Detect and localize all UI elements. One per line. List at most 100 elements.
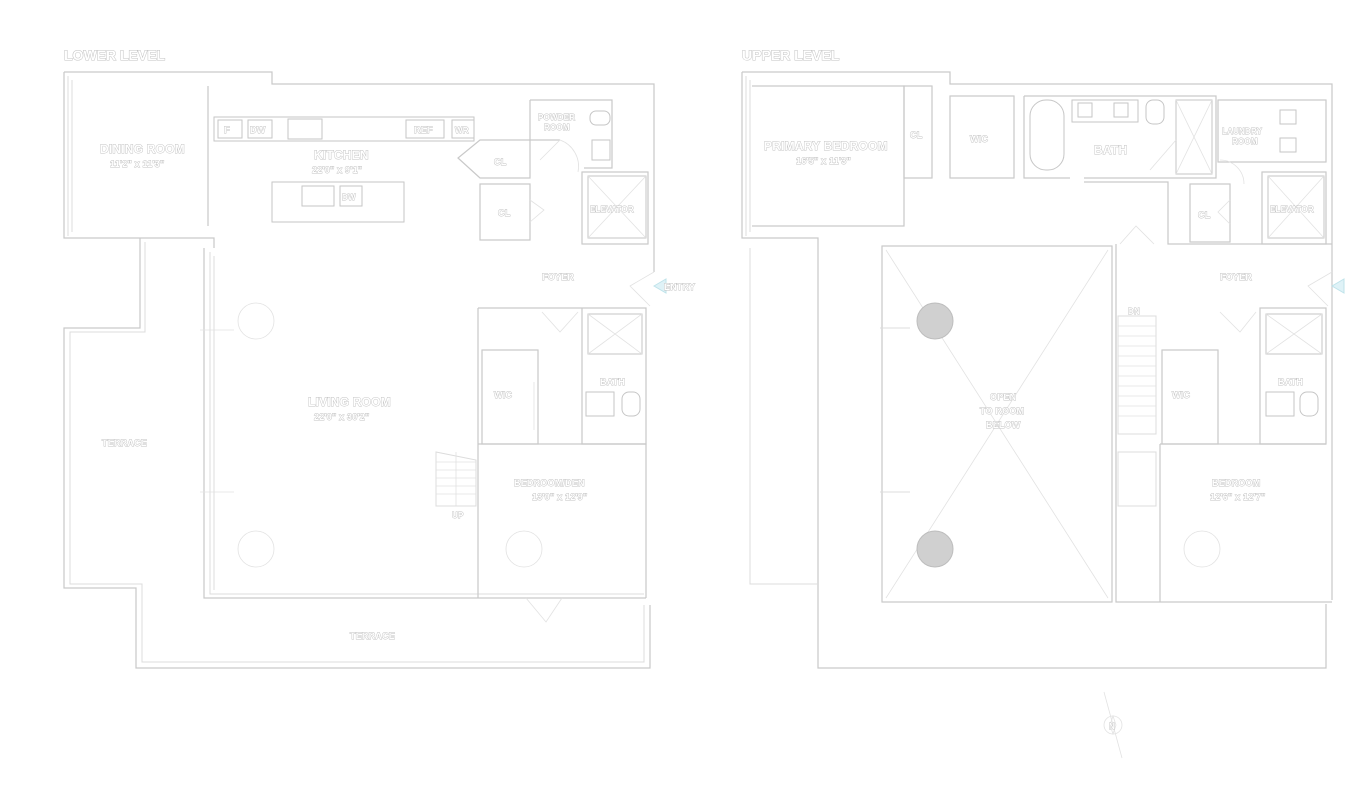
bedroom-door-top [541,311,579,333]
laundry-label: LAUNDRY [1222,127,1263,136]
lower-stairs-label: UP [452,511,464,520]
laundry-label-2: ROOM [1232,137,1258,146]
upper-window-left [745,76,751,236]
cooktop-fixture [287,118,323,140]
lower-window-mullions [200,329,234,493]
closet-door [529,199,545,223]
primary-bath-wall [1023,95,1217,179]
upper-light [1183,530,1221,568]
lower-foyer-label: FOYER [542,272,574,282]
upper-closet-wall [1189,183,1231,243]
lower-light-3 [505,530,543,568]
upper-entry-arrow-icon [1331,278,1345,294]
closet-2-wall [479,183,531,241]
primary-bath-label: BATH [1094,143,1127,157]
lower-dining-wall [63,72,215,248]
upper-exterior-left [741,72,1327,669]
dryer [1279,137,1297,153]
dining-room-label: DINING ROOM [100,142,185,156]
lower-bedroom-wall [477,308,647,598]
upper-laundry-door [1217,159,1245,225]
lower-living-window [209,252,644,595]
open-below-line3: BELOW [986,420,1021,430]
primary-shower-door [1149,139,1177,171]
open-below-line2: TO ROOM [980,406,1024,416]
primary-shower-cross [1175,99,1213,175]
primary-bedroom-label: PRIMARY BEDROOM [764,139,888,153]
upper-shower-cross [1265,313,1323,355]
powder-sink [591,139,611,161]
entry-label: ENTRY [664,282,695,292]
upper-closet-label: CL [1198,210,1211,220]
lower-elevator-label: ELEVATOR [590,205,634,214]
lower-bedroom-label: BEDROOM/DEN [514,478,585,488]
oven-fixture [247,119,273,139]
upper-bedroom-size: 12'6" x 12'7" [1210,492,1265,502]
open-below-line1: OPEN [990,392,1016,402]
wine-fixture [451,119,475,139]
dining-room-size: 11'2" x 11'3" [110,159,164,169]
lower-light-1 [237,302,275,340]
lower-bath-toilet [621,391,641,417]
powder-toilet [589,110,611,126]
compass-label: N [1109,722,1115,731]
entry-arrow-icon [653,278,667,294]
upper-bath-sink [1265,391,1295,417]
upper-hall-door [1119,225,1155,245]
lower-dining-window [67,76,73,236]
terrace-door [525,597,563,623]
lower-shower-cross [587,313,643,355]
primary-bathtub [1029,99,1065,171]
entry-door [629,271,655,307]
pendant-light-2 [916,530,954,568]
kitchen-f-label: F [224,125,230,135]
primary-bedroom-size: 16'5" x 11'3" [796,156,851,166]
upper-bath-toilet [1299,391,1319,417]
upper-bedroom-label: BEDROOM [1212,478,1260,488]
closet-2-label: CL [498,208,511,218]
kitchen-label: KITCHEN [314,148,369,162]
lower-living-wall [203,248,646,599]
upper-wic-label: WIC [1172,390,1190,400]
kitchen-size: 22'0" x 9'1" [312,165,362,175]
upper-bedroom-outer-wall [1115,244,1332,603]
closet-1-wall [457,139,531,179]
lower-terrace-inner [69,242,645,663]
open-below-outline [881,245,1113,603]
kitchen-dw-label: DW [250,125,266,135]
powder-room-label-2: ROOM [544,123,570,132]
upper-stairs [1117,315,1157,507]
primary-wic-wall [949,95,1015,179]
lower-wic-label: WIC [494,390,512,400]
primary-toilet [1145,99,1165,125]
upper-foyer-label: FOYER [1220,272,1252,282]
upper-bedroom-door [1219,311,1257,333]
closet-1-label: CL [494,157,507,167]
kitchen-ref-label: REF [414,125,433,135]
primary-wic-label: WIC [970,134,988,144]
lower-light-2 [237,530,275,568]
compass-icon: N [1103,691,1123,759]
upper-hall-wall [1084,181,1332,245]
powder-door [539,139,579,173]
island-dw [339,185,363,207]
lower-elevator-cross [587,175,647,239]
lower-level-title: LOWER LEVEL [64,47,166,63]
lower-bath-label: BATH [600,377,625,387]
upper-bath-label: BATH [1278,377,1303,387]
fridge-fixture [217,119,243,139]
powder-room-label: POWDER [538,113,575,122]
powder-room-wall [529,99,613,169]
primary-sink-2 [1113,102,1129,118]
lower-level-plan: LOWER LEVEL F DW REF WR DW CL CL [63,47,695,669]
upper-bedroom-wall [1159,443,1326,602]
upper-exterior-top [742,71,1333,600]
living-room-size: 22'0" x 30'2" [314,412,369,422]
lower-terrace-outline [63,238,651,669]
upper-stairs-label: DN [1128,307,1140,316]
pendant-light-1 [916,302,954,340]
primary-closet-label: CL [910,130,923,140]
lower-exterior-wall-top [64,71,655,272]
lower-bath-sink [585,391,615,417]
